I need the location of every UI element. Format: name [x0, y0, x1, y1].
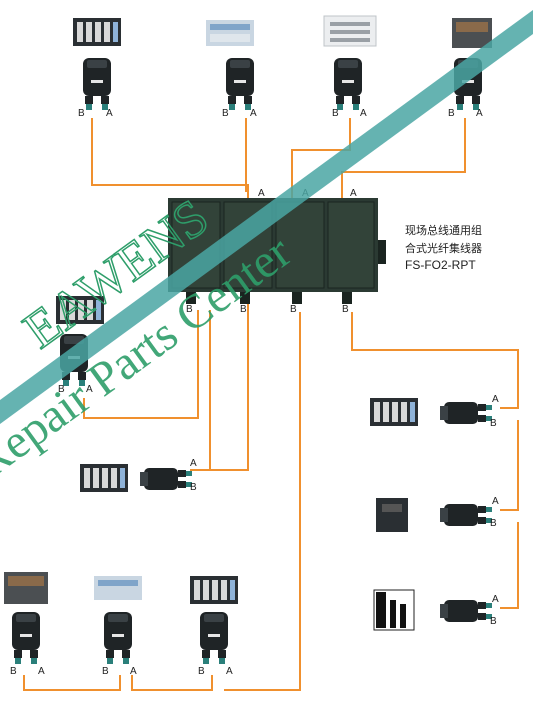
plc-device-icon — [376, 498, 408, 532]
plc-device-icon — [452, 18, 492, 48]
fiber-link-top-3 — [291, 118, 351, 200]
plc-device-icon — [94, 576, 142, 600]
fiber-converter-icon — [334, 58, 362, 110]
port-label-a: A — [492, 496, 499, 507]
port-label-b: B — [78, 108, 85, 119]
fiber-link-top-4 — [341, 118, 466, 200]
port-label-b: B — [186, 304, 193, 315]
port-label-b: B — [240, 304, 247, 315]
port-label-b: B — [10, 666, 17, 677]
port-label-b: B — [102, 666, 109, 677]
fiber-converter-icon — [440, 402, 492, 424]
port-label-a: A — [476, 108, 483, 119]
fiber-link-right-3 — [500, 522, 519, 609]
port-label-b: B — [190, 482, 197, 493]
port-label-a: A — [360, 108, 367, 119]
watermark-band — [0, 10, 533, 424]
hub-model: FS-FO2-RPT — [405, 258, 476, 272]
port-label-a: A — [106, 108, 113, 119]
fiber-links — [23, 118, 519, 691]
fiber-converter-icon — [12, 612, 40, 664]
hub-title-line1: 现场总线通用组 — [405, 224, 482, 237]
port-label-b: B — [490, 518, 497, 529]
port-label-a: A — [38, 666, 45, 677]
fiber-link-right-1 — [351, 312, 519, 409]
fiber-converter-icon — [226, 58, 254, 110]
fiber-converter-icon — [83, 58, 111, 110]
port-label-a: A — [250, 108, 257, 119]
port-label-b: B — [490, 418, 497, 429]
hub-title-line2: 合式光纤集线器 — [405, 242, 482, 255]
plc-device-icon — [373, 589, 415, 631]
port-label-a: A — [226, 666, 233, 677]
fiber-converter-icon — [140, 468, 192, 490]
port-label-a: A — [350, 188, 357, 199]
plc-device-icon — [73, 18, 121, 46]
port-label-a: A — [130, 666, 137, 677]
port-label-b: B — [448, 108, 455, 119]
fiber-link-bottom-main — [224, 312, 301, 691]
plc-device-icon — [4, 572, 48, 604]
port-label-b: B — [198, 666, 205, 677]
plc-device-icon — [206, 20, 254, 46]
port-label-b: B — [58, 384, 65, 395]
keypad-device-icon — [323, 15, 377, 47]
plc-device-icon — [80, 464, 128, 492]
fiber-link-left-1 — [83, 310, 199, 419]
port-label-b: B — [490, 616, 497, 627]
fiber-converter-icon — [104, 612, 132, 664]
port-label-a: A — [86, 384, 93, 395]
fiber-link-left-3 — [206, 300, 249, 471]
fiber-link-bottom-1 — [23, 675, 121, 691]
port-label-a: A — [492, 394, 499, 405]
fiber-converter-icon — [440, 600, 492, 622]
port-label-b: B — [332, 108, 339, 119]
plc-device-icon — [190, 576, 238, 604]
port-label-a: A — [190, 458, 197, 469]
port-label-a: A — [492, 594, 499, 605]
fiber-converter-icon — [200, 612, 228, 664]
port-label-b: B — [222, 108, 229, 119]
port-label-b: B — [342, 304, 349, 315]
port-label-b: B — [290, 304, 297, 315]
plc-device-icon — [370, 398, 418, 426]
fiber-converter-icon — [440, 504, 492, 526]
port-labels: B A B A B A B A A A A B B B B B A A B A … — [10, 108, 499, 677]
fiber-link-right-2 — [500, 420, 519, 511]
port-label-a: A — [258, 188, 265, 199]
fiber-link-top-1 — [91, 118, 249, 200]
fiber-link-bottom-2 — [131, 675, 213, 691]
